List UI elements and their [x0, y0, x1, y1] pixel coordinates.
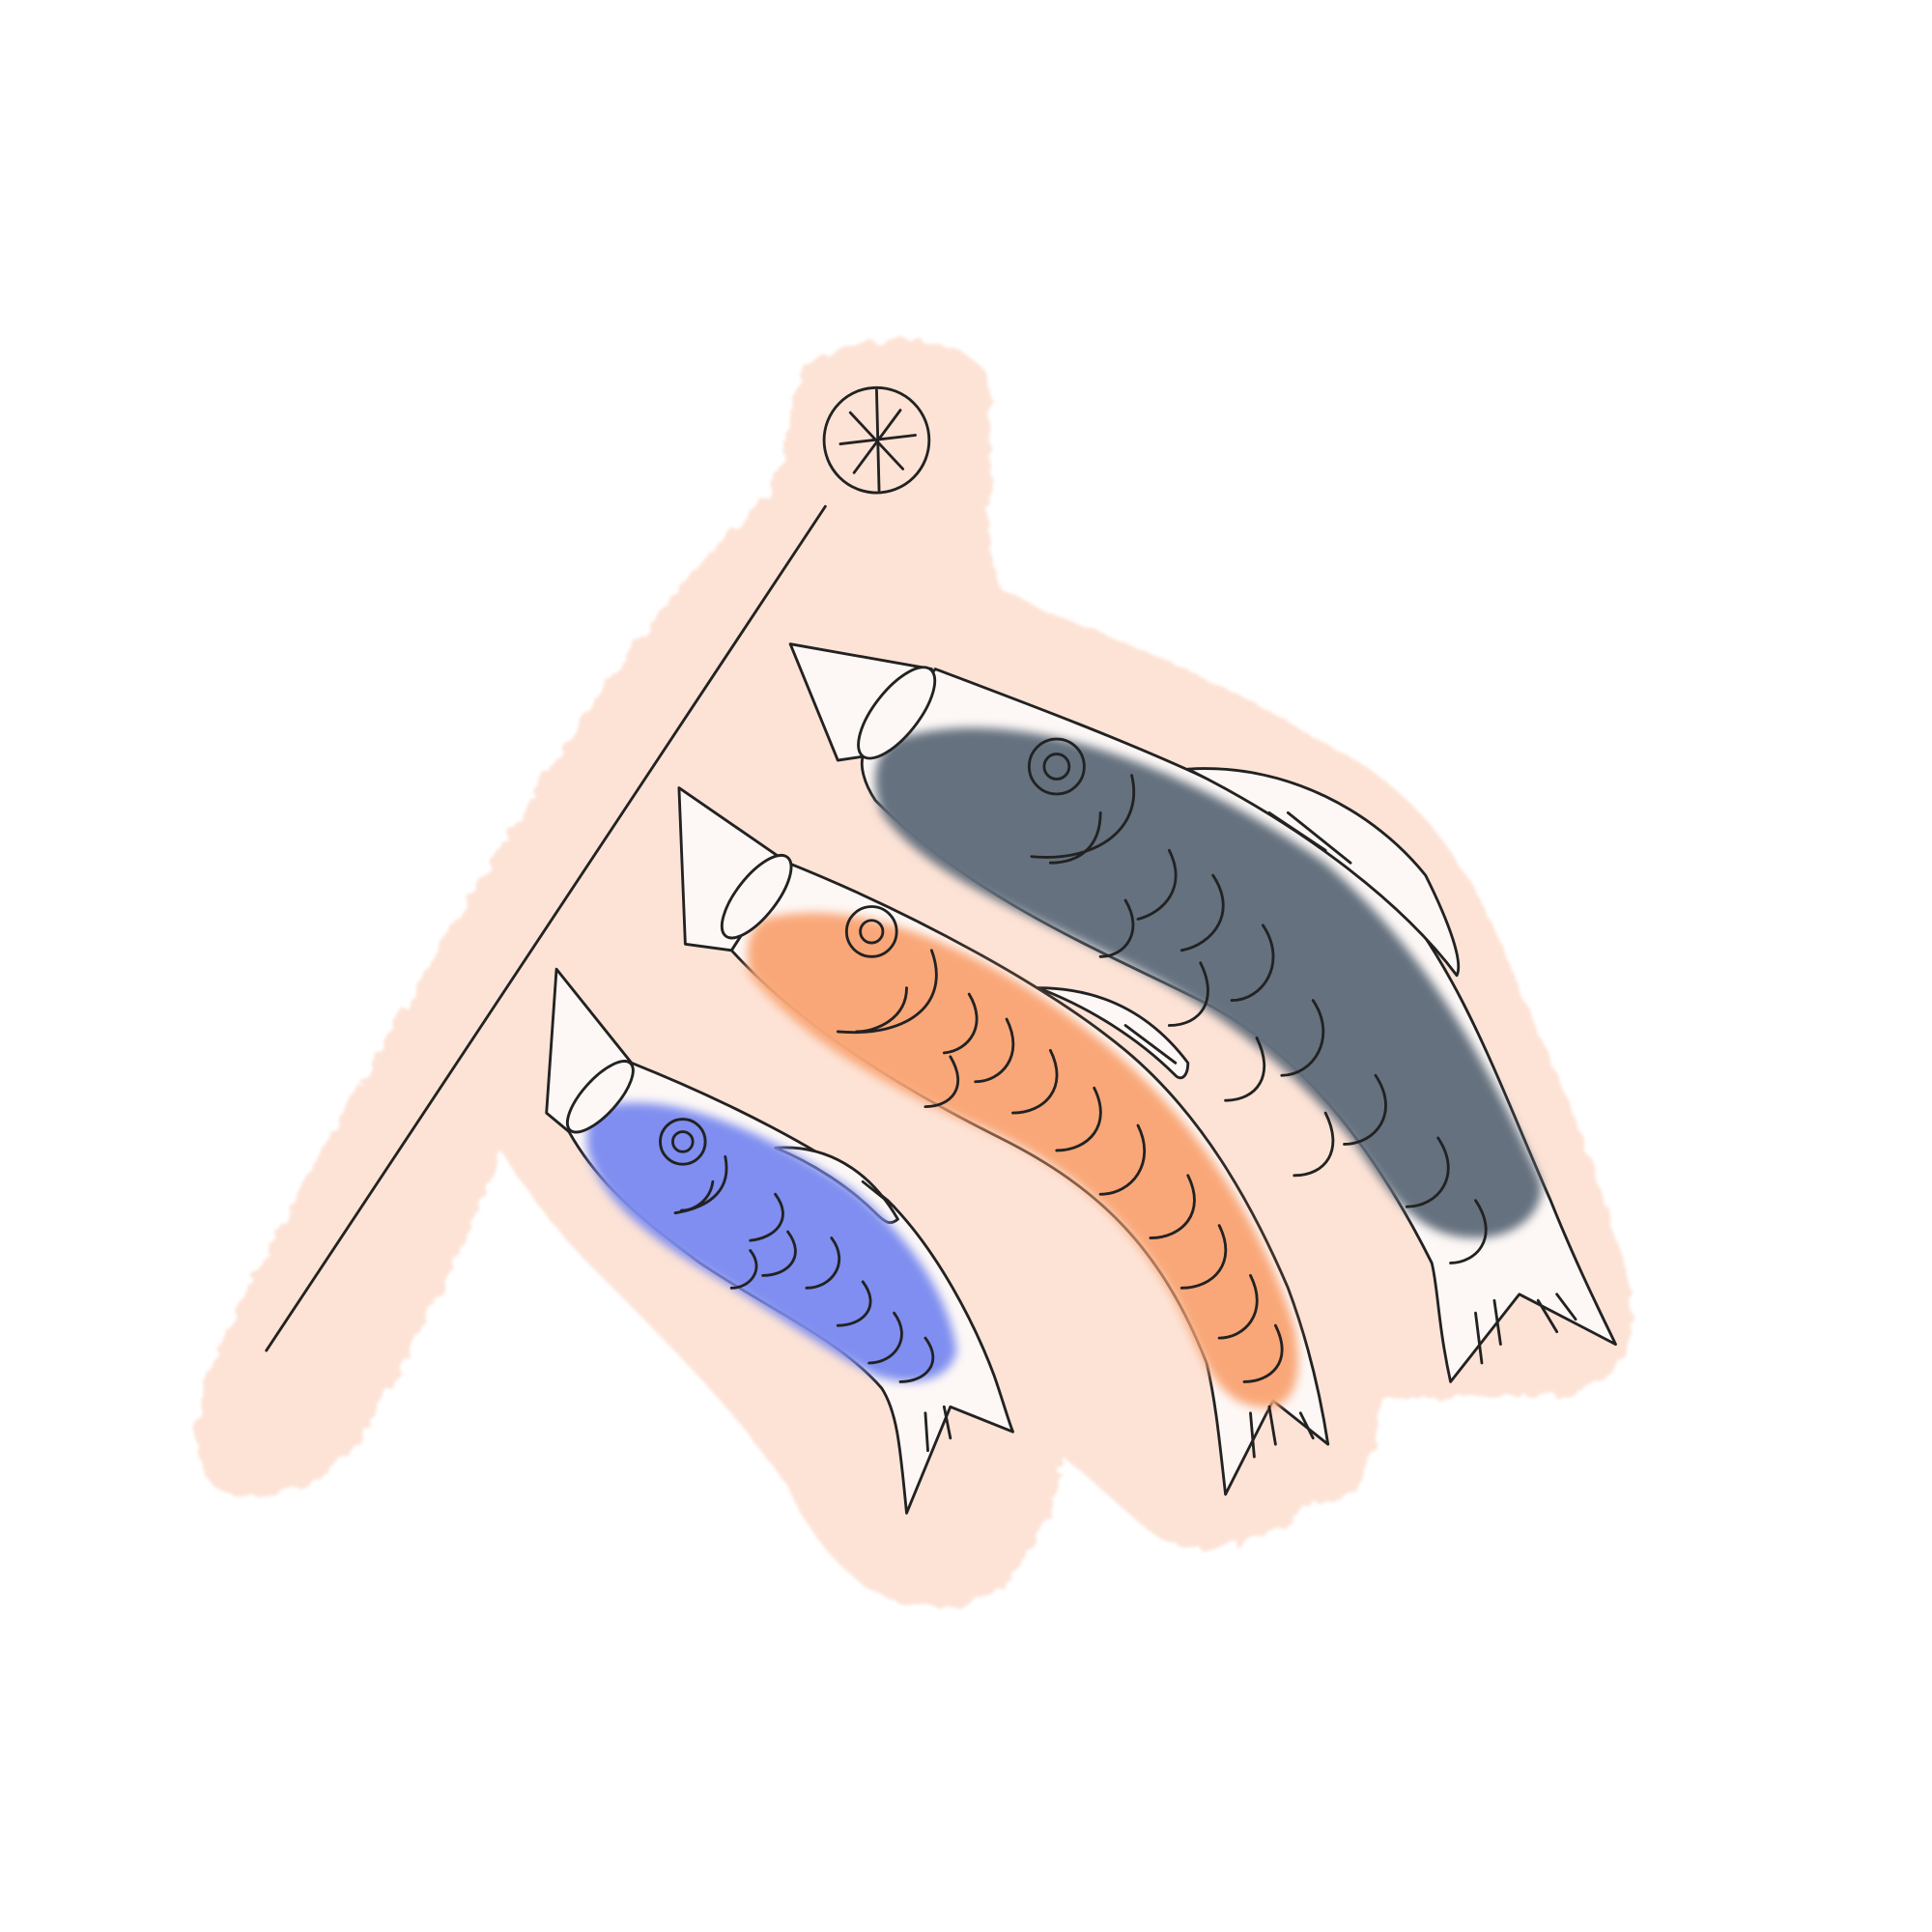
fish-medium-color [747, 912, 1298, 1408]
fish-small-mouth [565, 1060, 635, 1134]
fish-large-eye-icon [1027, 737, 1086, 796]
fish-medium-mouth [720, 853, 793, 940]
fish-large-mouth [857, 666, 937, 760]
fish-large [788, 642, 1617, 1383]
fish-medium [677, 786, 1330, 1496]
pole [265, 385, 931, 1352]
fish-medium-tip [677, 786, 789, 952]
fish-small [545, 967, 1014, 1515]
fish-small-color [586, 1102, 957, 1382]
pole-line [265, 504, 827, 1352]
fish-small-eye-icon [659, 1118, 707, 1166]
pole-top-wheel-icon [822, 385, 931, 495]
fish-medium-fin [1037, 986, 1190, 1080]
fish-medium-eye-icon [844, 905, 898, 958]
fish-small-tip [545, 967, 634, 1133]
